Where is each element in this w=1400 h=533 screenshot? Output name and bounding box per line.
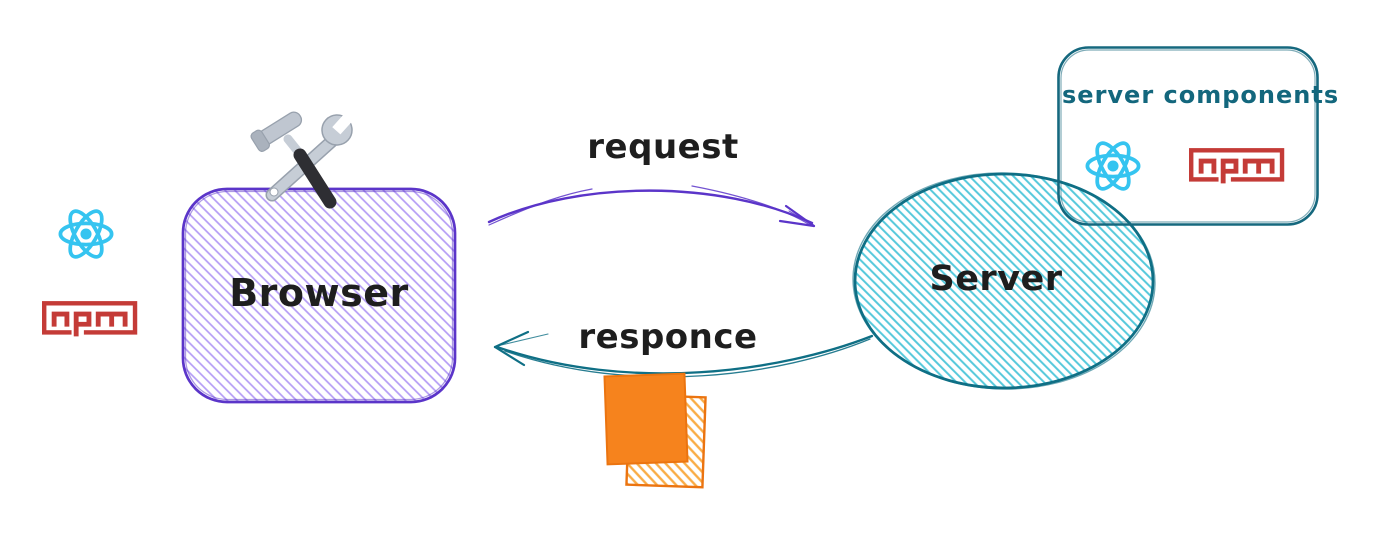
- server-components-box: [1057, 46, 1319, 226]
- response-edge-label: responce: [578, 317, 758, 357]
- hammer-and-wrench-icon: [244, 103, 361, 214]
- server-node-ellipse: [852, 172, 1156, 390]
- browser-node-label: Browser: [229, 271, 409, 315]
- server-node-label: Server: [929, 259, 1063, 299]
- npm-logo-icon: [1189, 148, 1286, 192]
- react-logo-icon: [57, 207, 115, 266]
- react-logo-icon: [1084, 139, 1142, 198]
- response-arrow: [493, 330, 874, 378]
- request-edge-label: request: [587, 127, 739, 167]
- browser-node-box: [181, 187, 457, 404]
- server-components-box-label: server components: [1062, 81, 1340, 109]
- request-arrow: [487, 185, 816, 228]
- response-payload-front-rect: [603, 372, 689, 466]
- npm-logo-icon: [42, 301, 139, 345]
